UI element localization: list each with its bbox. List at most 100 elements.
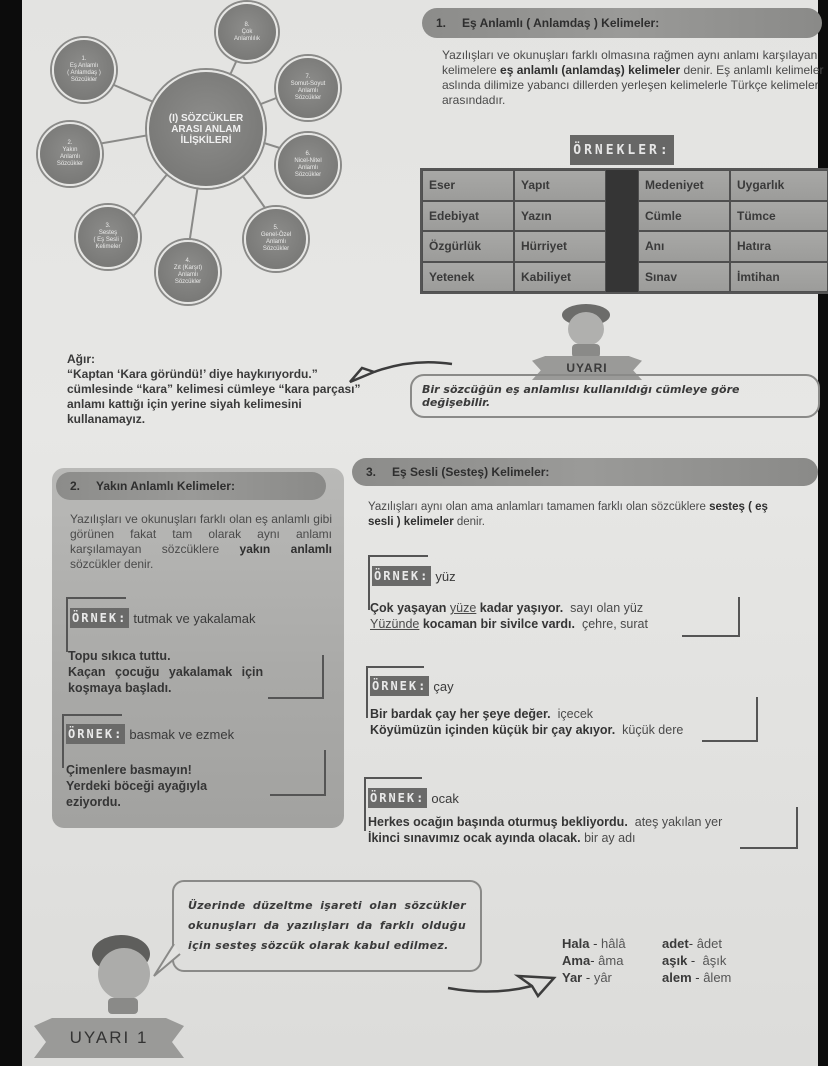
pair: Hala - hâlâ — [562, 936, 626, 951]
pair: Yar - yâr — [562, 970, 612, 985]
word: Ama — [562, 953, 591, 968]
example-heading: ÖRNEK: tutmak ve yakalamak — [70, 608, 255, 628]
warning-box: Bir sözcüğün eş anlamlısı kullanıldığı c… — [410, 374, 820, 418]
text: Çok yaşayan — [370, 601, 450, 615]
example-tag: ÖRNEK: — [66, 724, 126, 744]
diagram-node-3: 3. Sesteş ( Eş Sesli ) Kelimeler — [76, 205, 140, 269]
boy-face — [98, 948, 150, 1000]
example-bracket — [62, 714, 122, 768]
diagram-center-node: (I) SÖZCÜKLER ARASI ANLAM İLİŞKİLERİ — [147, 70, 265, 188]
node-num: 6. — [305, 151, 311, 157]
example-tag: ÖRNEK: — [370, 676, 430, 696]
example-word: yüz — [435, 568, 456, 584]
table-cell: Medeniyet — [638, 170, 730, 201]
example-bracket — [368, 555, 428, 610]
text: kocaman bir sivilce vardı. — [419, 617, 575, 631]
diagram-node-7: 7. Somut-Soyut Anlamlı Sözcükler — [276, 56, 340, 120]
table-cell: Yazın — [514, 200, 606, 231]
text: denir. — [453, 516, 485, 528]
diagram-node-2: 2. Yakın Anlamlı Sözcükler — [38, 122, 102, 186]
node-line: Zıt (Karşıt) — [173, 265, 203, 271]
text: Yazılışları ve okunuşları farklı olmasın… — [442, 48, 818, 77]
table-cell: İmtihan — [730, 261, 828, 292]
example-line: İkinci sınavımız ocak ayında olacak. bir… — [368, 830, 808, 846]
example-bracket — [268, 655, 324, 699]
section2-header: 2. Yakın Anlamlı Kelimeler: — [56, 472, 326, 500]
arrow-left-icon — [349, 360, 453, 384]
bold-term: yakın anlamlı — [239, 542, 332, 556]
node-line: Eş Anlamlı — [69, 63, 99, 69]
node-num: 1. — [81, 56, 87, 62]
example-bracket — [366, 666, 424, 718]
node-line: Nicel-Nitel — [294, 158, 322, 164]
node-line: Anlamlı — [177, 272, 198, 278]
example-line: Köyümüzün içinden küçük bir çay akıyor. … — [370, 722, 770, 738]
section3-definition: Yazılışları aynı olan ama anlamları tama… — [368, 500, 788, 530]
example-word: ocak — [431, 790, 459, 806]
example-heading: ÖRNEK: yüz — [372, 566, 456, 586]
table-cell: Sınav — [638, 261, 730, 292]
section-number: 3. — [366, 465, 377, 479]
node-line: Çok — [241, 28, 253, 35]
node-line: Yakın — [62, 147, 78, 153]
example-sentences: Bir bardak çay her şeye değer. içecek Kö… — [370, 706, 770, 738]
example-line: Kaçan çocuğu yakalamak için — [68, 665, 264, 679]
accented-word: âlem — [703, 970, 732, 985]
node-num: 5. — [273, 225, 279, 231]
node-num: 4. — [185, 258, 191, 264]
node-line: ( Anlamdaş ) — [67, 70, 101, 76]
diagram-node-6: 6. Nicel-Nitel Anlamlı Sözcükler — [276, 133, 340, 197]
example-sentences: Çimenlere basmayın! Yerdeki böceği ayağı… — [66, 762, 326, 810]
example-line: Yüzünde kocaman bir sivilce vardı. çehre… — [370, 616, 750, 632]
example-line: koşmaya başladı. — [68, 681, 172, 695]
arrow-right-icon — [447, 974, 557, 999]
text: denir. Eş anlamlı kelimeler aslında dili… — [442, 63, 824, 107]
table-divider — [606, 170, 638, 292]
node-line: Anlamlı — [297, 165, 318, 171]
accented-word: yâr — [593, 970, 612, 985]
word: Hala — [562, 936, 590, 951]
diagram-node-1: 1. Eş Anlamlı ( Anlamdaş ) Sözcükler — [52, 38, 116, 102]
pair: alem - âlem — [662, 970, 732, 985]
underlined-word: yüze — [449, 601, 477, 615]
node-line: Anlamlılık — [233, 35, 260, 42]
example-tag: ÖRNEK: — [372, 566, 432, 586]
word: Yar — [562, 970, 583, 985]
text: Yazılışları ve okunuşları farklı olan eş… — [70, 512, 332, 556]
table-cell: Kabiliyet — [514, 261, 606, 292]
example-bracket — [270, 750, 326, 796]
example-sentences: Herkes ocağın başında oturmuş bekliyordu… — [368, 814, 808, 846]
meaning: çehre, surat — [581, 617, 648, 631]
word: adet — [662, 936, 689, 951]
accented-word: hâlâ — [601, 936, 626, 951]
pair: Ama- âma — [562, 953, 624, 968]
node-line: Sözcükler — [262, 246, 290, 252]
example-line: eziyordu. — [66, 795, 121, 809]
agir-note: Ağır: “Kaptan ‘Kara göründü!’ diye haykı… — [67, 352, 367, 427]
worksheet-page: (I) SÖZCÜKLER ARASI ANLAM İLİŞKİLERİ 1. … — [22, 0, 828, 1066]
node-num: 7. — [305, 74, 311, 80]
section2-definition: Yazılışları ve okunuşları farklı olan eş… — [70, 512, 332, 572]
example-bracket — [66, 597, 126, 652]
example-heading: ÖRNEK: çay — [370, 676, 454, 696]
node-line: Sözcükler — [174, 279, 202, 285]
text: İkinci sınavımız ocak ayında olacak. — [368, 831, 581, 845]
table-cell: Tümce — [730, 200, 828, 231]
table-cell: Özgürlük — [422, 231, 514, 262]
node-line: ( Eş Sesli ) — [93, 237, 123, 243]
table-cell: Cümle — [638, 200, 730, 231]
example-bracket — [364, 777, 422, 831]
section1-header: 1. Eş Anlamlı ( Anlamdaş ) Kelimeler: — [422, 8, 822, 38]
bottom-warning-bubble: Üzerinde düzeltme işareti olan sözcükler… — [172, 880, 482, 972]
text: kadar yaşıyor. — [476, 601, 564, 615]
text: Bir bardak çay her şeye değer. — [370, 707, 551, 721]
bold-term: sesteş ( eş sesli ) kelimeler — [368, 501, 768, 528]
example-tag: ÖRNEK: — [70, 608, 130, 628]
node-line: Sözcükler — [294, 172, 322, 178]
example-bracket — [682, 597, 740, 637]
example-line: Çok yaşayan yüze kadar yaşıyor. sayı ola… — [370, 600, 750, 616]
accented-word: âma — [598, 953, 624, 968]
node-line: Anlamlı — [297, 88, 318, 94]
diagram-node-8: 8. Çok Anlamlılık — [216, 2, 278, 62]
section2-panel — [52, 468, 344, 828]
